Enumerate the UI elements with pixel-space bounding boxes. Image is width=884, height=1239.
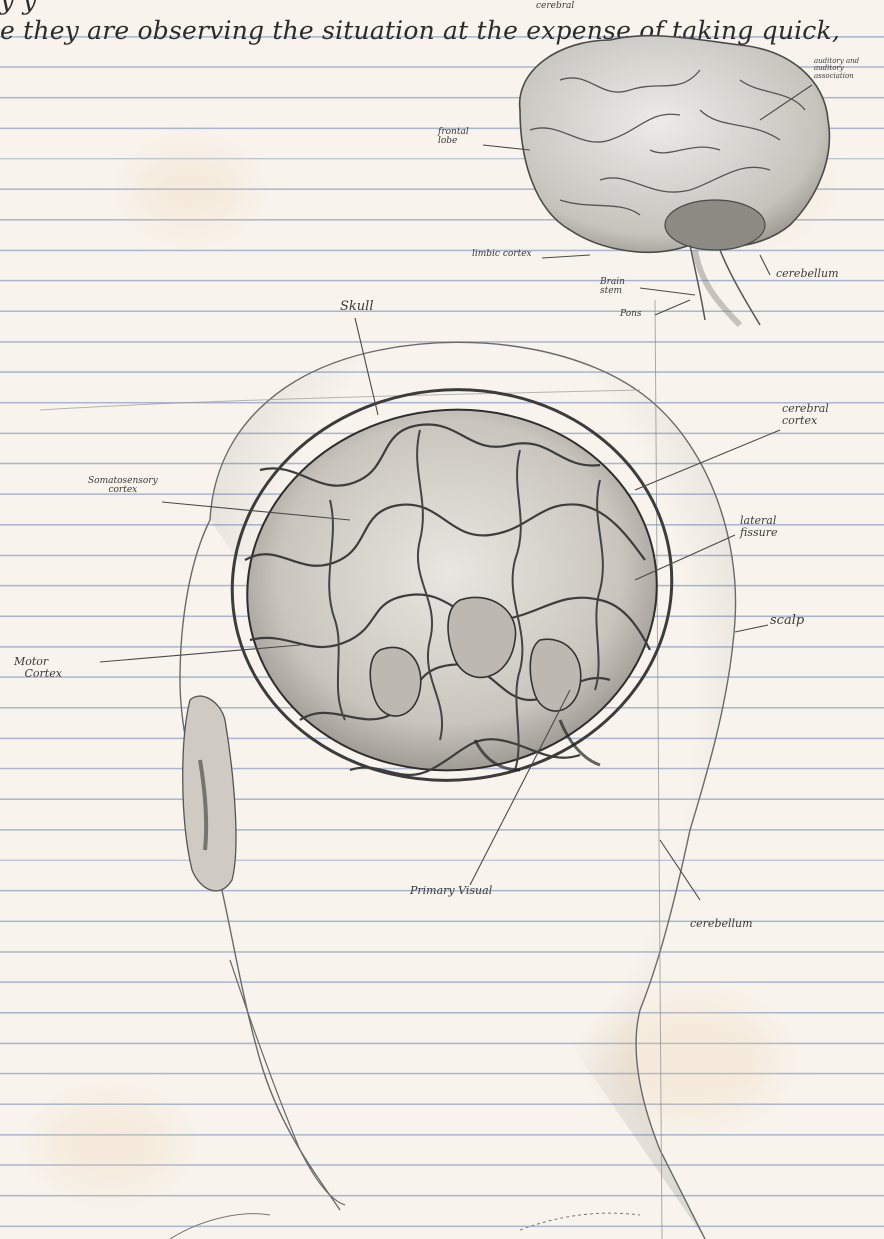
label-pons: Pons [620,310,642,319]
label-brain-stem: Brain stem [600,278,625,297]
label-limbic-cortex: limbic cortex [472,250,532,259]
label-somatosensory-cortex: Somatosensory cortex [88,477,158,496]
label-frontal-lobe: frontal lobe [438,128,469,147]
label-cerebellum: cerebellum [690,918,753,930]
label-skull: Skull [340,300,373,314]
label-scalp: scalp [770,614,804,628]
label-auditory-association: auditory and auditory association [814,58,859,80]
label-cerebral-top: cerebral [536,2,574,11]
label-cerebellum-small: cerebellum [776,268,839,280]
label-motor-cortex: Motor Cortex [14,656,62,679]
label-primary-visual: Primary Visual [410,885,492,897]
label-lateral-fissure: lateral fissure [740,515,777,538]
label-cerebral-cortex: cerebral cortex [782,403,829,426]
small-brain-illustration [520,36,830,325]
